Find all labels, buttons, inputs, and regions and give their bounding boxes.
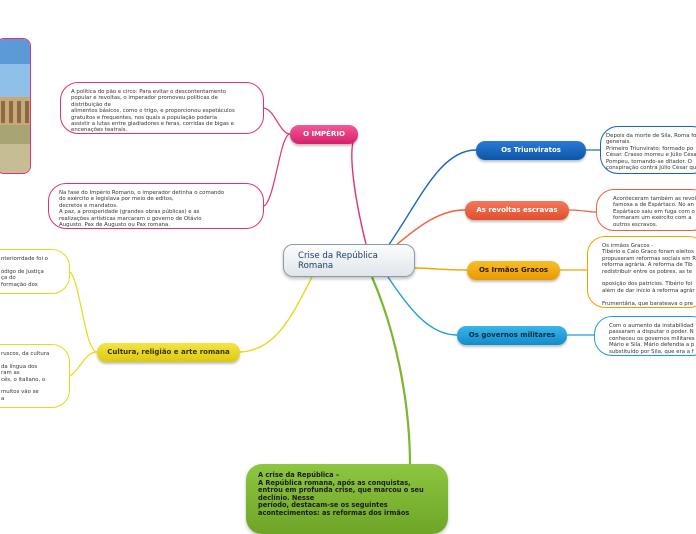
topic-o-imperio[interactable]: O IMPÉRIO	[290, 125, 358, 144]
node-crise-da-republica[interactable]: A crise da República – A República roman…	[246, 464, 448, 534]
note-irmaos-gracos: Os irmãos Gracos - Tibério e Caio Graco …	[587, 236, 696, 308]
topic-revoltas-escravas[interactable]: As revoltas escravas	[465, 201, 569, 220]
topic-cultura-religiao-arte[interactable]: Cultura, religião e arte romana	[97, 343, 240, 362]
topic-irmaos-gracos[interactable]: Os Irmãos Gracos	[467, 261, 560, 280]
ancient-ruins-photo	[0, 38, 31, 174]
ruins-image-icon	[0, 39, 30, 173]
note-revoltas-escravas: Aconteceram também as revol famosa a de …	[596, 189, 696, 231]
note-cultura-lingua: ruscos, da cultura da língua dos ram as …	[0, 344, 70, 408]
topic-os-triunviratos[interactable]: Os Triunviratos	[476, 141, 586, 160]
note-triunviratos: Depois da morte de Sila, Roma fo generai…	[600, 126, 696, 174]
central-topic[interactable]: Crise da República Romana	[283, 244, 415, 277]
note-governos-militares: Com o aumento da instabilidad passaram a…	[594, 316, 696, 356]
connector-lines	[69, 107, 600, 467]
note-cultura-direito: nteriorrdade foi o ódigo de Justiça ça d…	[0, 249, 70, 294]
note-fase-imperio: Na fase do Império Romano, o imperador d…	[48, 183, 264, 229]
note-pao-e-circo: A política do pão e circo: Para evitar o…	[60, 82, 264, 134]
topic-governos-militares[interactable]: Os governos militares	[457, 326, 567, 345]
